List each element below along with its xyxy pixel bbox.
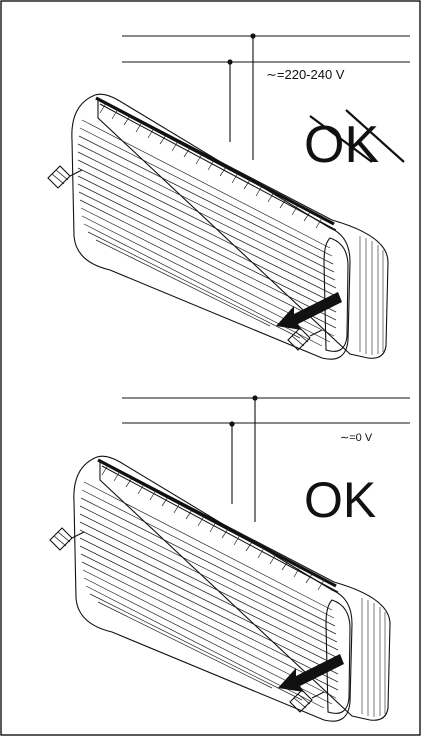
status-ok-text: OK: [304, 116, 379, 174]
luminaire-drawing: [48, 393, 392, 723]
panel-energised: ∼=220-240 V OK: [46, 31, 410, 361]
panel-deenergised: ∼=0 V OK: [48, 393, 410, 723]
status-ok-text: OK: [304, 472, 376, 528]
strike-mark: [309, 115, 373, 163]
voltage-label: ∼=220-240 V: [266, 67, 345, 82]
strike-mark: [345, 109, 405, 163]
luminaire-drawing: [46, 31, 390, 361]
voltage-label: ∼=0 V: [340, 432, 373, 444]
